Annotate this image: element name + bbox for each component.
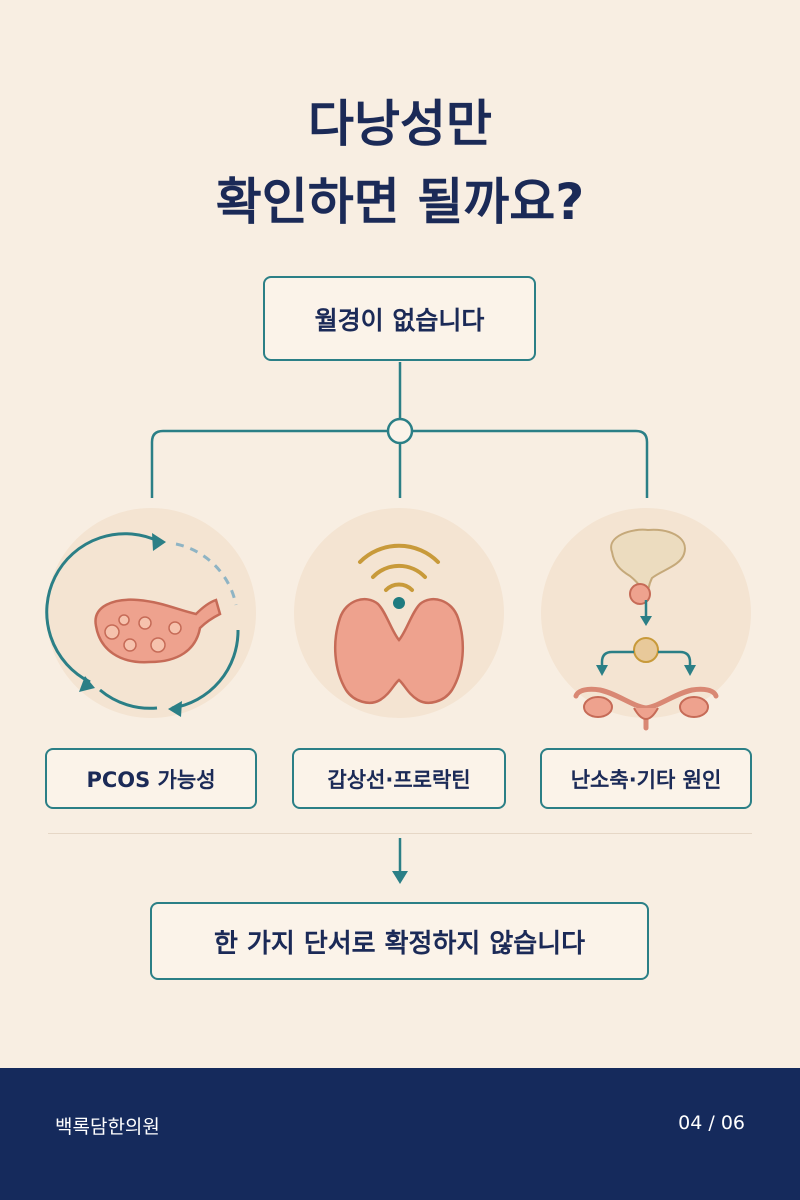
title-line-2: 확인하면 될까요? <box>215 173 585 231</box>
footer-brand: 백록담한의원 <box>55 1116 160 1138</box>
page-title: 다낭성만 확인하면 될까요? <box>0 85 800 241</box>
page-indicator: 04 / 06 <box>678 1112 745 1134</box>
top-node-box: 월경이 없습니다 <box>263 276 536 361</box>
pituitary-ovary-axis-icon <box>573 528 719 731</box>
junction-node <box>386 417 414 445</box>
connector-lines <box>150 362 649 498</box>
branch-label-pcos: PCOS 가능성 <box>45 748 257 809</box>
branch-label-ovarian-axis: 난소축·기타 원인 <box>540 748 752 809</box>
conclusion-box: 한 가지 단서로 확정하지 않습니다 <box>150 902 649 980</box>
branch-label-text: PCOS 가능성 <box>86 767 216 792</box>
divider <box>48 833 752 834</box>
thyroid-icon <box>334 543 464 704</box>
footer-bar <box>0 1068 800 1200</box>
down-arrow-icon <box>392 838 408 884</box>
branch-label-text: 난소축·기타 원인 <box>570 767 722 792</box>
branch-label-thyroid-prolactin: 갑상선·프로락틴 <box>292 748 506 809</box>
top-node-label: 월경이 없습니다 <box>314 305 485 335</box>
title-line-1: 다낭성만 <box>308 95 492 153</box>
conclusion-text: 한 가지 단서로 확정하지 않습니다 <box>213 928 586 959</box>
icon-background-circle <box>294 508 504 718</box>
branch-label-text: 갑상선·프로락틴 <box>327 767 471 792</box>
ovary-cycle-icon <box>45 532 240 717</box>
diagram-graphics <box>45 362 719 884</box>
